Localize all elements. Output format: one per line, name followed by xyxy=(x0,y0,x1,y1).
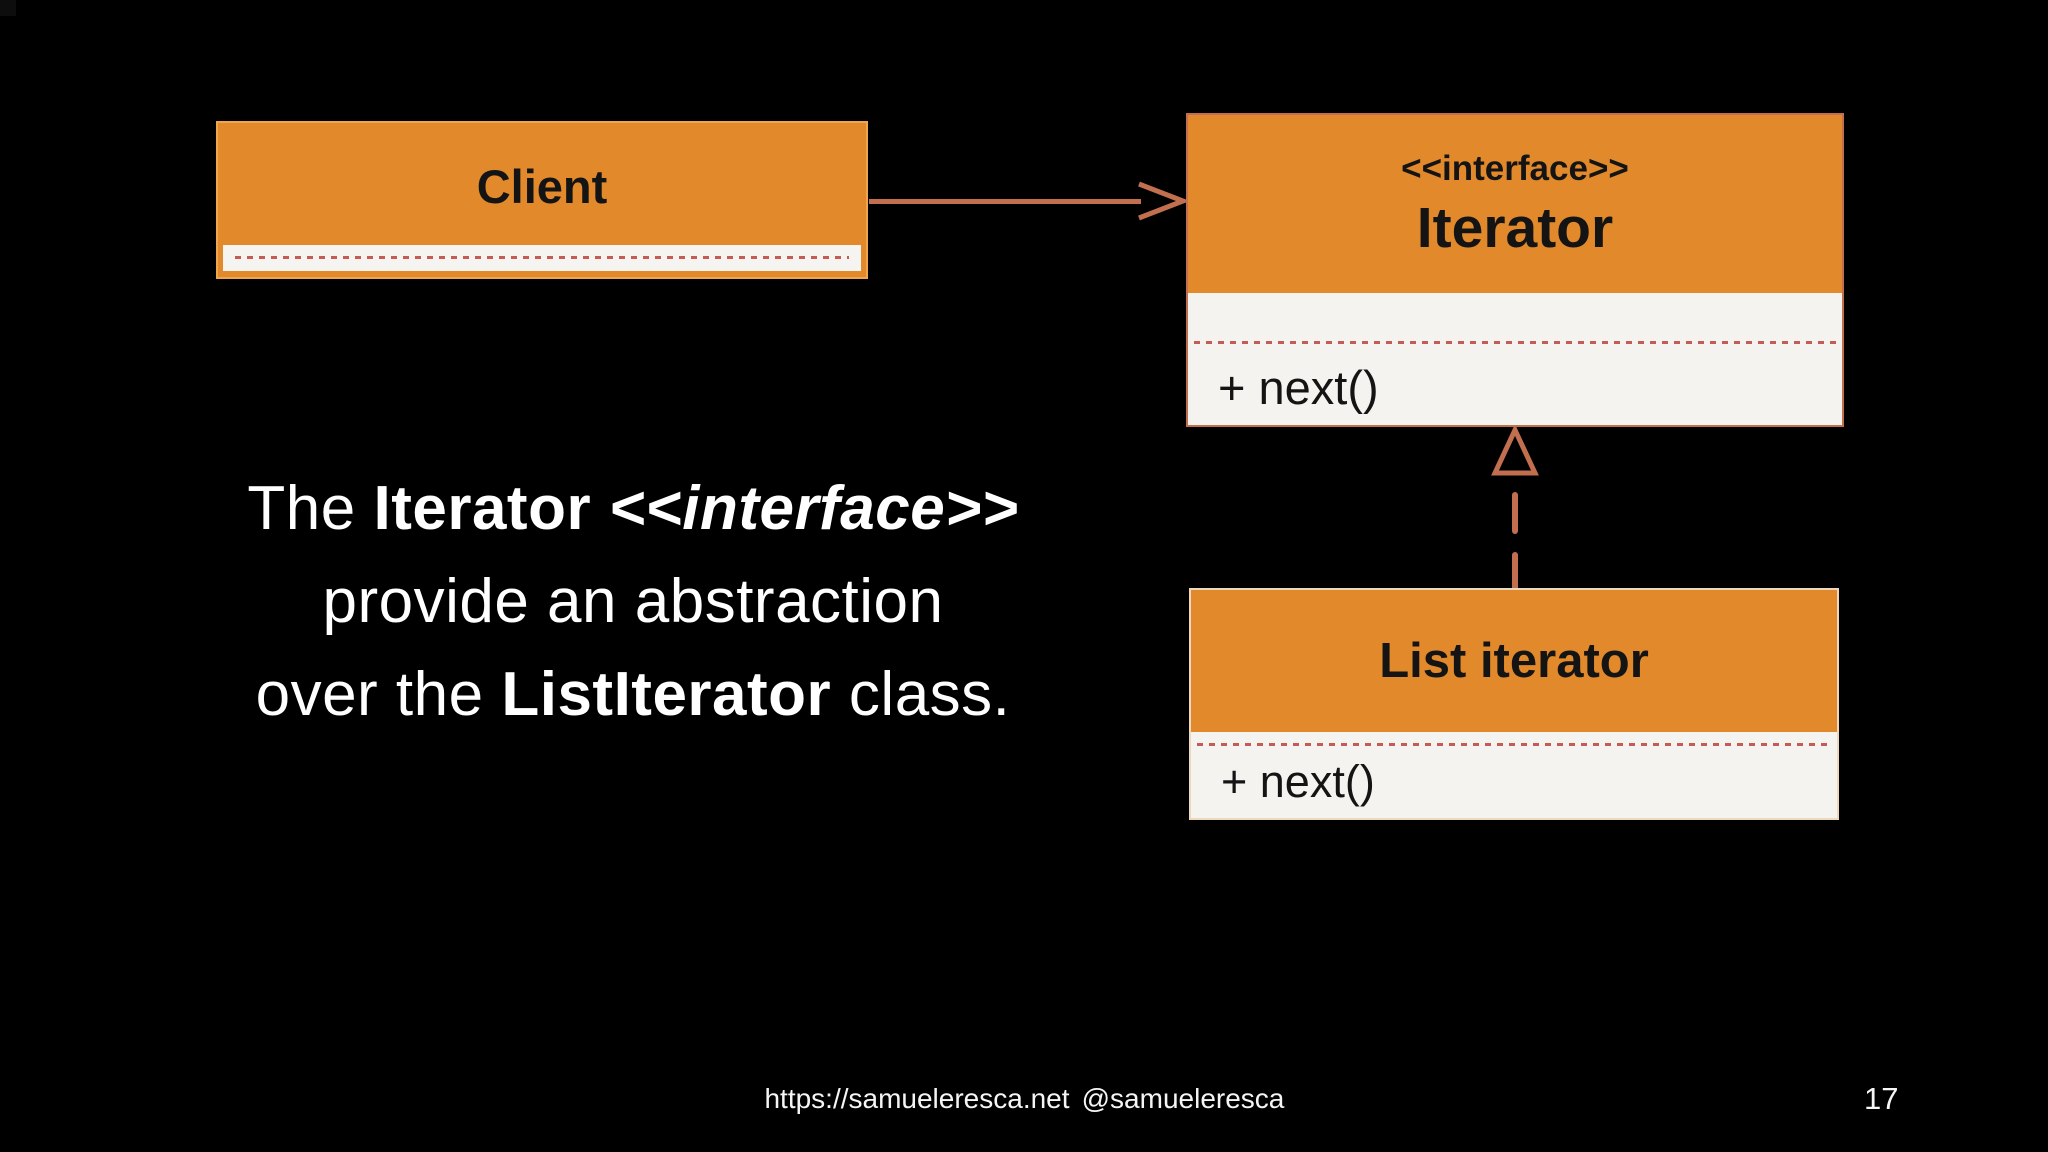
caption-text: The xyxy=(247,474,374,543)
association-open-arrowhead-icon xyxy=(1138,181,1188,221)
caption-text: over the xyxy=(255,660,502,729)
slide-caption: The Iterator <<interface>> provide an ab… xyxy=(83,462,1183,741)
footer-url-link[interactable]: https://samueleresca.net xyxy=(764,1083,1070,1114)
realization-arrow-dash xyxy=(1512,492,1518,534)
realization-arrow-dash xyxy=(1512,552,1518,592)
caption-text: class. xyxy=(831,660,1011,729)
footer-twitter-handle: @samueleresca xyxy=(1081,1083,1285,1114)
client-box-empty-compartment xyxy=(223,245,861,271)
client-box-title: Client xyxy=(476,159,608,213)
iterator-box-body: + next() xyxy=(1188,293,1842,425)
iterator-stereotype-label: <<interface>> xyxy=(1401,149,1629,188)
iterator-box-header: <<interface>> Iterator xyxy=(1188,115,1842,293)
caption-interface-italic: <<interface>> xyxy=(608,474,1019,543)
compartment-divider-dashed-line xyxy=(235,256,849,259)
caption-listiterator-bold: ListIterator xyxy=(501,660,832,729)
uml-class-box-list-iterator: List iterator + next() xyxy=(1189,588,1839,820)
caption-iterator-bold: Iterator xyxy=(373,474,609,543)
list-iterator-box-title: List iterator xyxy=(1191,590,1837,732)
realization-hollow-triangle-arrowhead-icon xyxy=(1491,426,1539,476)
association-arrow-line xyxy=(869,199,1141,204)
list-iterator-method-label: + next() xyxy=(1221,756,1375,807)
corner-artifact xyxy=(0,0,16,16)
uml-interface-box-iterator: <<interface>> Iterator + next() xyxy=(1186,113,1844,427)
compartment-divider-dashed-line xyxy=(1197,743,1831,746)
caption-line2: provide an abstraction xyxy=(322,567,944,636)
list-iterator-box-body: + next() xyxy=(1191,732,1837,818)
slide-page-number: 17 xyxy=(1864,1081,1899,1116)
compartment-divider-dashed-line xyxy=(1194,341,1836,344)
uml-class-box-client: Client xyxy=(216,121,868,279)
iterator-box-title: Iterator xyxy=(1416,196,1614,260)
iterator-method-label: + next() xyxy=(1218,360,1379,414)
